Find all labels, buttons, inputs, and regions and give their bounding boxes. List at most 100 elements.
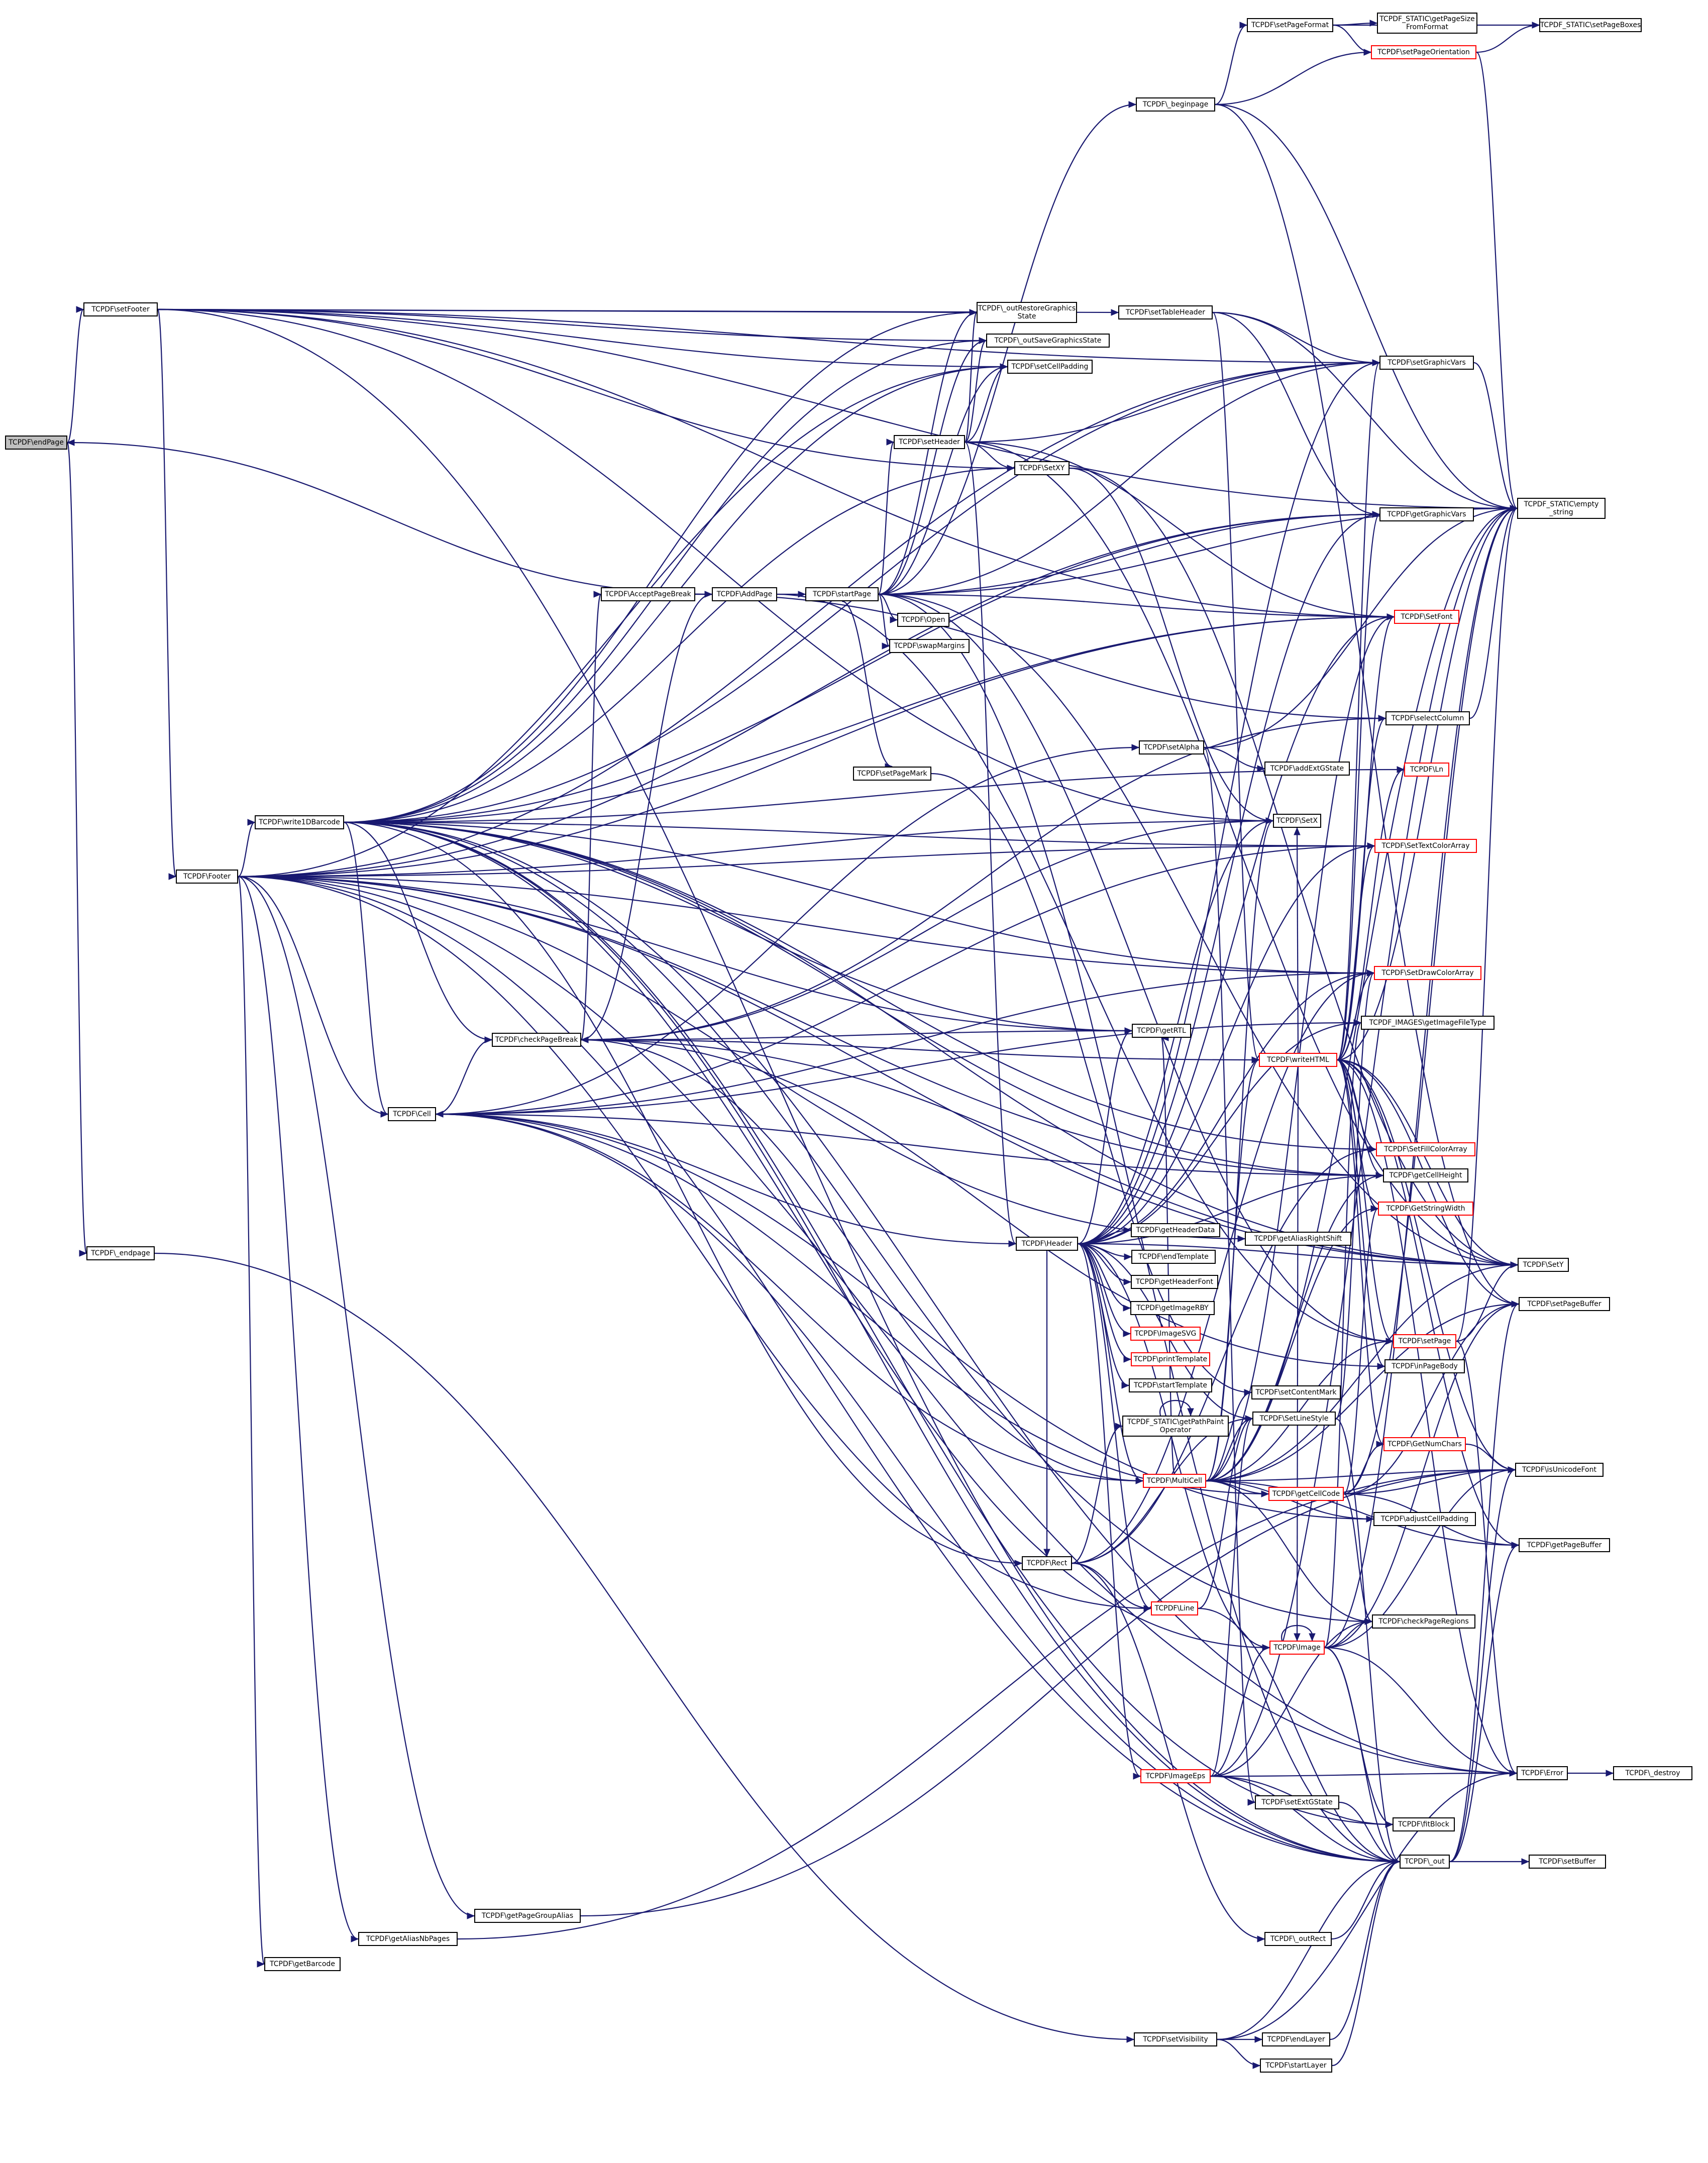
graph-node-setpageorientation[interactable]: TCPDF\setPageOrientation: [1371, 45, 1476, 59]
graph-node-out[interactable]: TCPDF\_out: [1400, 1855, 1450, 1869]
graph-node-setcellpadding[interactable]: TCPDF\setCellPadding: [1007, 360, 1093, 374]
call-edge: [344, 821, 1270, 1649]
graph-node-getnumchars[interactable]: TCPDF\GetNumChars: [1383, 1437, 1466, 1451]
graph-node-open[interactable]: TCPDF\Open: [897, 613, 949, 627]
call-edge-arrowhead: [380, 1111, 389, 1118]
graph-node-write1dbarcode[interactable]: TCPDF\write1DBarcode: [255, 815, 344, 829]
graph-node-emptystring[interactable]: TCPDF_STATIC\empty _string: [1517, 498, 1606, 519]
graph-node-setfillcolorarray[interactable]: TCPDF\SetFillColorArray: [1376, 1142, 1475, 1156]
graph-node-getstringwidth[interactable]: TCPDF\GetStringWidth: [1378, 1202, 1473, 1216]
graph-node-header[interactable]: TCPDF\Header: [1016, 1237, 1078, 1251]
graph-node-checkpageregions[interactable]: TCPDF\checkPageRegions: [1372, 1614, 1475, 1629]
graph-node-setpagemark[interactable]: TCPDF\setPageMark: [853, 767, 931, 781]
graph-node-setx[interactable]: TCPDF\SetX: [1273, 814, 1321, 828]
graph-node-getpathpaintoperator[interactable]: TCPDF_STATIC\getPathPaint Operator: [1122, 1416, 1229, 1437]
graph-node-adjustcellpadding[interactable]: TCPDF\adjustCellPadding: [1373, 1512, 1476, 1526]
graph-node-ln[interactable]: TCPDF\Ln: [1404, 763, 1449, 777]
graph-node-printtemplate[interactable]: TCPDF\printTemplate: [1131, 1352, 1210, 1366]
graph-node-setbuffer[interactable]: TCPDF\setBuffer: [1529, 1855, 1606, 1869]
graph-node-getimagerby[interactable]: TCPDF\getImageRBY: [1130, 1301, 1215, 1315]
graph-node-setpagebuffer[interactable]: TCPDF\setPageBuffer: [1519, 1297, 1610, 1311]
call-edge: [1078, 513, 1380, 1245]
call-edge-arrowhead: [882, 642, 890, 650]
graph-node-settableheader[interactable]: TCPDF\setTableHeader: [1118, 305, 1213, 319]
call-edge-arrowhead: [257, 1961, 265, 1968]
graph-node-destroy[interactable]: TCPDF\_destroy: [1613, 1766, 1692, 1780]
graph-node-getbarcode[interactable]: TCPDF\getBarcode: [264, 1957, 341, 1971]
graph-node-getrtl[interactable]: TCPDF\getRTL: [1132, 1024, 1191, 1038]
graph-node-getaliasrightshift[interactable]: TCPDF\getAliasRightShift: [1245, 1232, 1351, 1246]
graph-node-setfont[interactable]: TCPDF\SetFont: [1394, 610, 1459, 624]
graph-node-getpagesizefromformat[interactable]: TCPDF_STATIC\getPageSize FromFormat: [1377, 13, 1477, 34]
graph-node-endlayer[interactable]: TCPDF\endLayer: [1262, 2032, 1330, 2046]
graph-node-endtemplate[interactable]: TCPDF\endTemplate: [1131, 1250, 1216, 1264]
graph-node-fitblock[interactable]: TCPDF\fitBlock: [1393, 1817, 1455, 1831]
graph-node-sety[interactable]: TCPDF\SetY: [1518, 1258, 1569, 1272]
graph-node-addextgstate[interactable]: TCPDF\addExtGState: [1264, 762, 1350, 776]
graph-node-getcellcode[interactable]: TCPDF\getCellCode: [1268, 1487, 1344, 1501]
graph-node-getcellheight[interactable]: TCPDF\getCellHeight: [1383, 1168, 1468, 1182]
call-edge: [580, 593, 602, 1041]
graph-node-setxy[interactable]: TCPDF\SetXY: [1014, 461, 1070, 475]
graph-node-swapmargins[interactable]: TCPDF\swapMargins: [889, 639, 970, 653]
graph-node-getheaderfont[interactable]: TCPDF\getHeaderFont: [1131, 1275, 1218, 1289]
graph-node-isunicodefont[interactable]: TCPDF\isUnicodeFont: [1515, 1463, 1604, 1477]
graph-node-setdrawcolorarray[interactable]: TCPDF\SetDrawColorArray: [1374, 966, 1481, 980]
call-edge: [1343, 1493, 1372, 1623]
graph-node-outsave[interactable]: TCPDF\_outSaveGraphicsState: [986, 334, 1110, 348]
graph-node-settextcolorarray[interactable]: TCPDF\SetTextColorArray: [1374, 839, 1477, 853]
graph-node-setgraphicvars[interactable]: TCPDF\setGraphicVars: [1379, 356, 1474, 370]
graph-node-startpage[interactable]: TCPDF\startPage: [805, 587, 879, 601]
graph-node-checkpagebreak[interactable]: TCPDF\checkPageBreak: [492, 1033, 581, 1047]
graph-node-selectcolumn[interactable]: TCPDF\selectColumn: [1385, 711, 1470, 725]
graph-node-setfooter[interactable]: TCPDF\setFooter: [83, 302, 158, 316]
graph-node-image[interactable]: TCPDF\Image: [1269, 1641, 1325, 1655]
call-edge-arrowhead: [1532, 22, 1540, 29]
graph-node-getgraphicvars[interactable]: TCPDF\getGraphicVars: [1379, 507, 1474, 521]
call-edge: [1206, 1391, 1252, 1482]
graph-node-setpageformat[interactable]: TCPDF\setPageFormat: [1247, 18, 1333, 32]
graph-node-setheader[interactable]: TCPDF\setHeader: [894, 435, 965, 449]
graph-node-endpage[interactable]: TCPDF\_endpage: [86, 1246, 155, 1260]
graph-node-setalpha[interactable]: TCPDF\setAlpha: [1139, 740, 1204, 754]
graph-node-beginpage[interactable]: TCPDF\_beginpage: [1136, 97, 1215, 112]
graph-node-starttemplate[interactable]: TCPDF\startTemplate: [1129, 1378, 1212, 1392]
call-edge-arrowhead: [1509, 1770, 1518, 1777]
graph-node-error[interactable]: TCPDF\Error: [1517, 1766, 1568, 1780]
graph-node-getpagegroupalias[interactable]: TCPDF\getPageGroupAlias: [474, 1909, 581, 1923]
graph-node-setlinestyle[interactable]: TCPDF\SetLineStyle: [1252, 1412, 1336, 1426]
graph-node-rect[interactable]: TCPDF\Rect: [1022, 1556, 1072, 1570]
graph-node-getimagefiletype[interactable]: TCPDF_IMAGES\getImageFileType: [1361, 1016, 1494, 1030]
graph-node-setpageboxes[interactable]: TCPDF_STATIC\setPageBoxes: [1539, 18, 1642, 32]
graph-node-endpage[interactable]: TCPDF\endPage: [5, 436, 67, 450]
call-edge: [238, 876, 1383, 1176]
graph-node-footer[interactable]: TCPDF\Footer: [176, 870, 238, 884]
graph-node-imageeps[interactable]: TCPDF\ImageEps: [1140, 1769, 1211, 1783]
graph-node-outrect[interactable]: TCPDF\_outRect: [1264, 1932, 1332, 1946]
call-edge: [1456, 507, 1518, 1342]
graph-node-getaliasnbpages[interactable]: TCPDF\getAliasNbPages: [358, 1932, 458, 1946]
graph-node-imagesvg[interactable]: TCPDF\ImageSVG: [1130, 1327, 1201, 1341]
graph-node-cell[interactable]: TCPDF\Cell: [388, 1107, 436, 1121]
graph-node-writehtml[interactable]: TCPDF\writeHTML: [1259, 1053, 1337, 1067]
call-edge: [1078, 845, 1375, 1245]
call-edge: [1337, 1059, 1519, 1546]
call-edge: [344, 821, 1517, 1774]
graph-node-outrestore[interactable]: TCPDF\_outRestoreGraphics State: [977, 302, 1077, 323]
call-edge: [436, 1022, 1361, 1115]
graph-node-setpage[interactable]: TCPDF\setPage: [1393, 1334, 1456, 1348]
graph-node-setvisibility[interactable]: TCPDF\setVisibility: [1134, 2032, 1217, 2046]
graph-node-addpage[interactable]: TCPDF\AddPage: [712, 587, 777, 601]
graph-node-setextgstate[interactable]: TCPDF\setExtGState: [1255, 1795, 1339, 1809]
call-edge: [344, 616, 1395, 823]
call-edge-arrowhead: [1510, 1261, 1519, 1268]
graph-node-multicell[interactable]: TCPDF\MultiCell: [1143, 1474, 1206, 1488]
graph-node-getpagebuffer[interactable]: TCPDF\getPageBuffer: [1519, 1538, 1610, 1552]
graph-node-setcontentmark[interactable]: TCPDF\setContentMark: [1251, 1385, 1341, 1399]
graph-node-inpagebody[interactable]: TCPDF\inPageBody: [1384, 1359, 1465, 1373]
graph-node-line[interactable]: TCPDF\Line: [1151, 1601, 1198, 1615]
graph-node-getheaderdata[interactable]: TCPDF\getHeaderData: [1131, 1223, 1220, 1237]
graph-node-acceptpagebreak[interactable]: TCPDF\AcceptPageBreak: [601, 587, 695, 601]
graph-node-startlayer[interactable]: TCPDF\startLayer: [1260, 2059, 1332, 2073]
